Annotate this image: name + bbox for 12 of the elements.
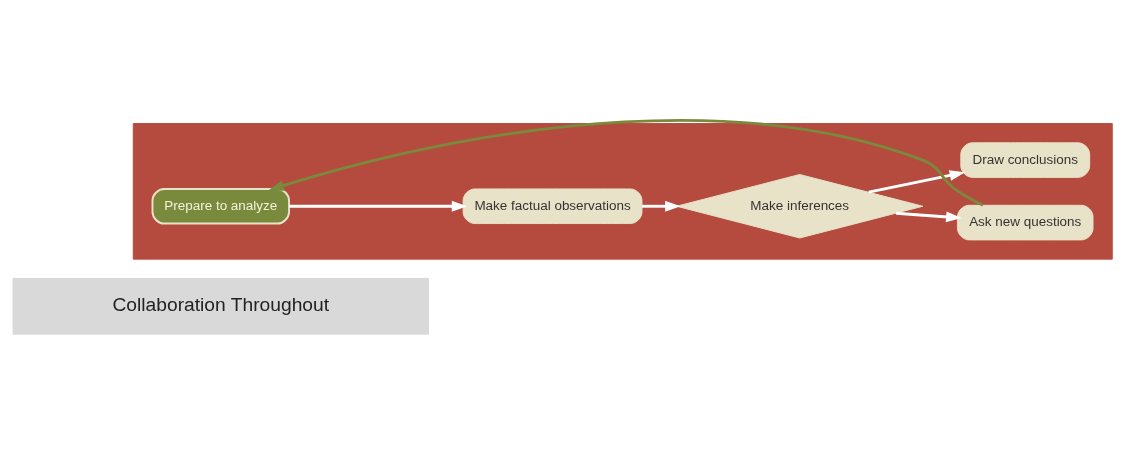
node-box: Collaboration Throughout — [12, 277, 429, 335]
node-box: Ask new questions — [956, 204, 1094, 240]
arrow — [268, 118, 984, 207]
arrow — [642, 200, 681, 212]
node-box: Make factual observations — [462, 187, 643, 224]
node-box: Draw conclusions — [960, 141, 1091, 178]
arrow — [289, 200, 468, 212]
node-box: Prepare to analyze — [151, 187, 290, 224]
node-diamond: Make inferences — [676, 173, 924, 238]
arrow — [868, 169, 966, 194]
cluster — [132, 122, 1113, 260]
arrow — [896, 211, 962, 222]
